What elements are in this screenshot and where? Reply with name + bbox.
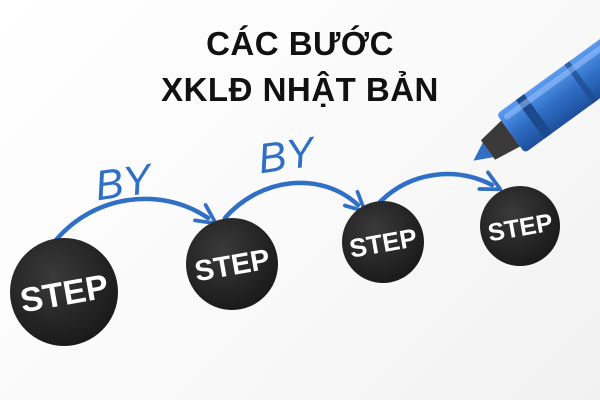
connector-by-label-1: BY [92, 154, 157, 209]
arrow-step3-to-step4 [377, 170, 503, 205]
step-circle-3: STEP [342, 201, 424, 283]
step-circle-2: STEP [186, 218, 278, 310]
step-circle-4: STEP [480, 186, 560, 266]
arrow-step2-to-step3 [222, 180, 367, 221]
arrow-step1-to-step2 [49, 196, 218, 248]
connector-by-label-2: BY [255, 127, 320, 182]
page-title-line-1: CÁC BƯỚC [206, 25, 394, 62]
page-title-line-2: XKLĐ NHẬT BẢN [161, 71, 439, 108]
step-circle-1: STEP [10, 238, 118, 346]
marker-pen-icon [473, 27, 600, 161]
